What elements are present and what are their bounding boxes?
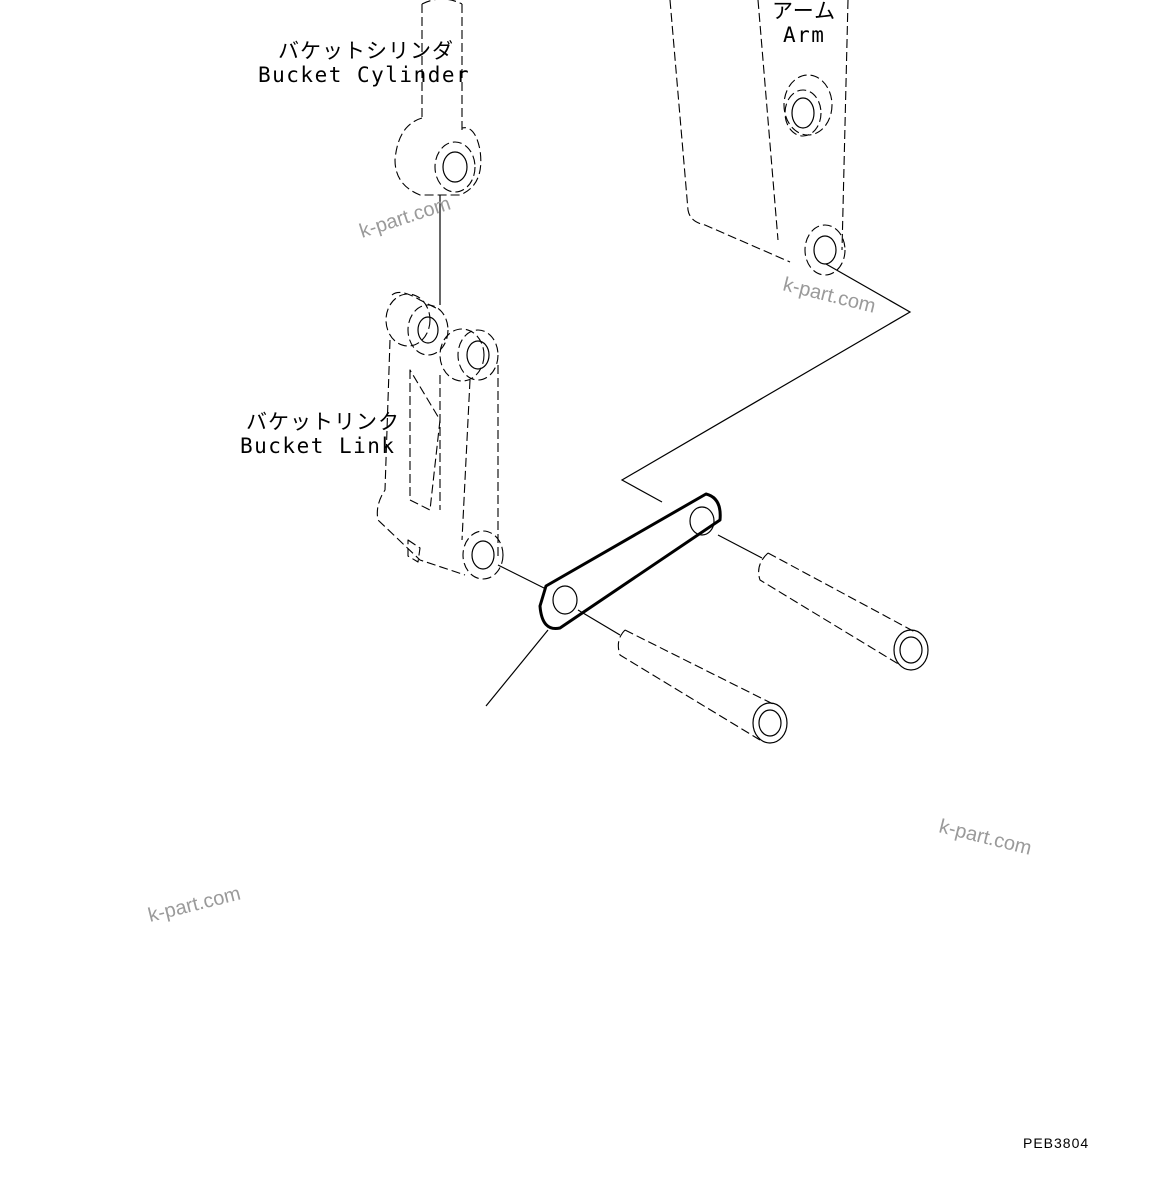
part-callout-leader <box>485 629 549 707</box>
watermark: k-part.com <box>937 816 1034 860</box>
link-plate-part[interactable] <box>538 492 722 631</box>
pin-2-leader <box>717 534 763 559</box>
bucket-cylinder-drawing <box>394 0 482 196</box>
drawing-code: PEB3804 <box>1023 1135 1089 1151</box>
watermark: k-part.com <box>781 274 878 318</box>
watermark: k-part.com <box>146 883 243 927</box>
bucket-cylinder-label-en: Bucket Cylinder <box>258 63 470 87</box>
arm-label-jp: アーム <box>772 0 836 23</box>
link-leader-line <box>497 564 549 591</box>
arm-drawing <box>669 0 849 276</box>
pin-2 <box>758 552 929 671</box>
bucket-link-drawing <box>376 291 504 580</box>
bucket-link-label-jp: バケットリンク <box>246 410 400 434</box>
bucket-link-label-en: Bucket Link <box>240 434 396 458</box>
arm-pin-leader <box>620 263 912 503</box>
pin-1 <box>617 629 788 744</box>
watermark: k-part.com <box>357 193 454 243</box>
arm-label-en: Arm <box>783 23 825 47</box>
bucket-cylinder-label-jp: バケットシリンダ <box>278 39 454 63</box>
pin-1-leader <box>577 609 621 636</box>
